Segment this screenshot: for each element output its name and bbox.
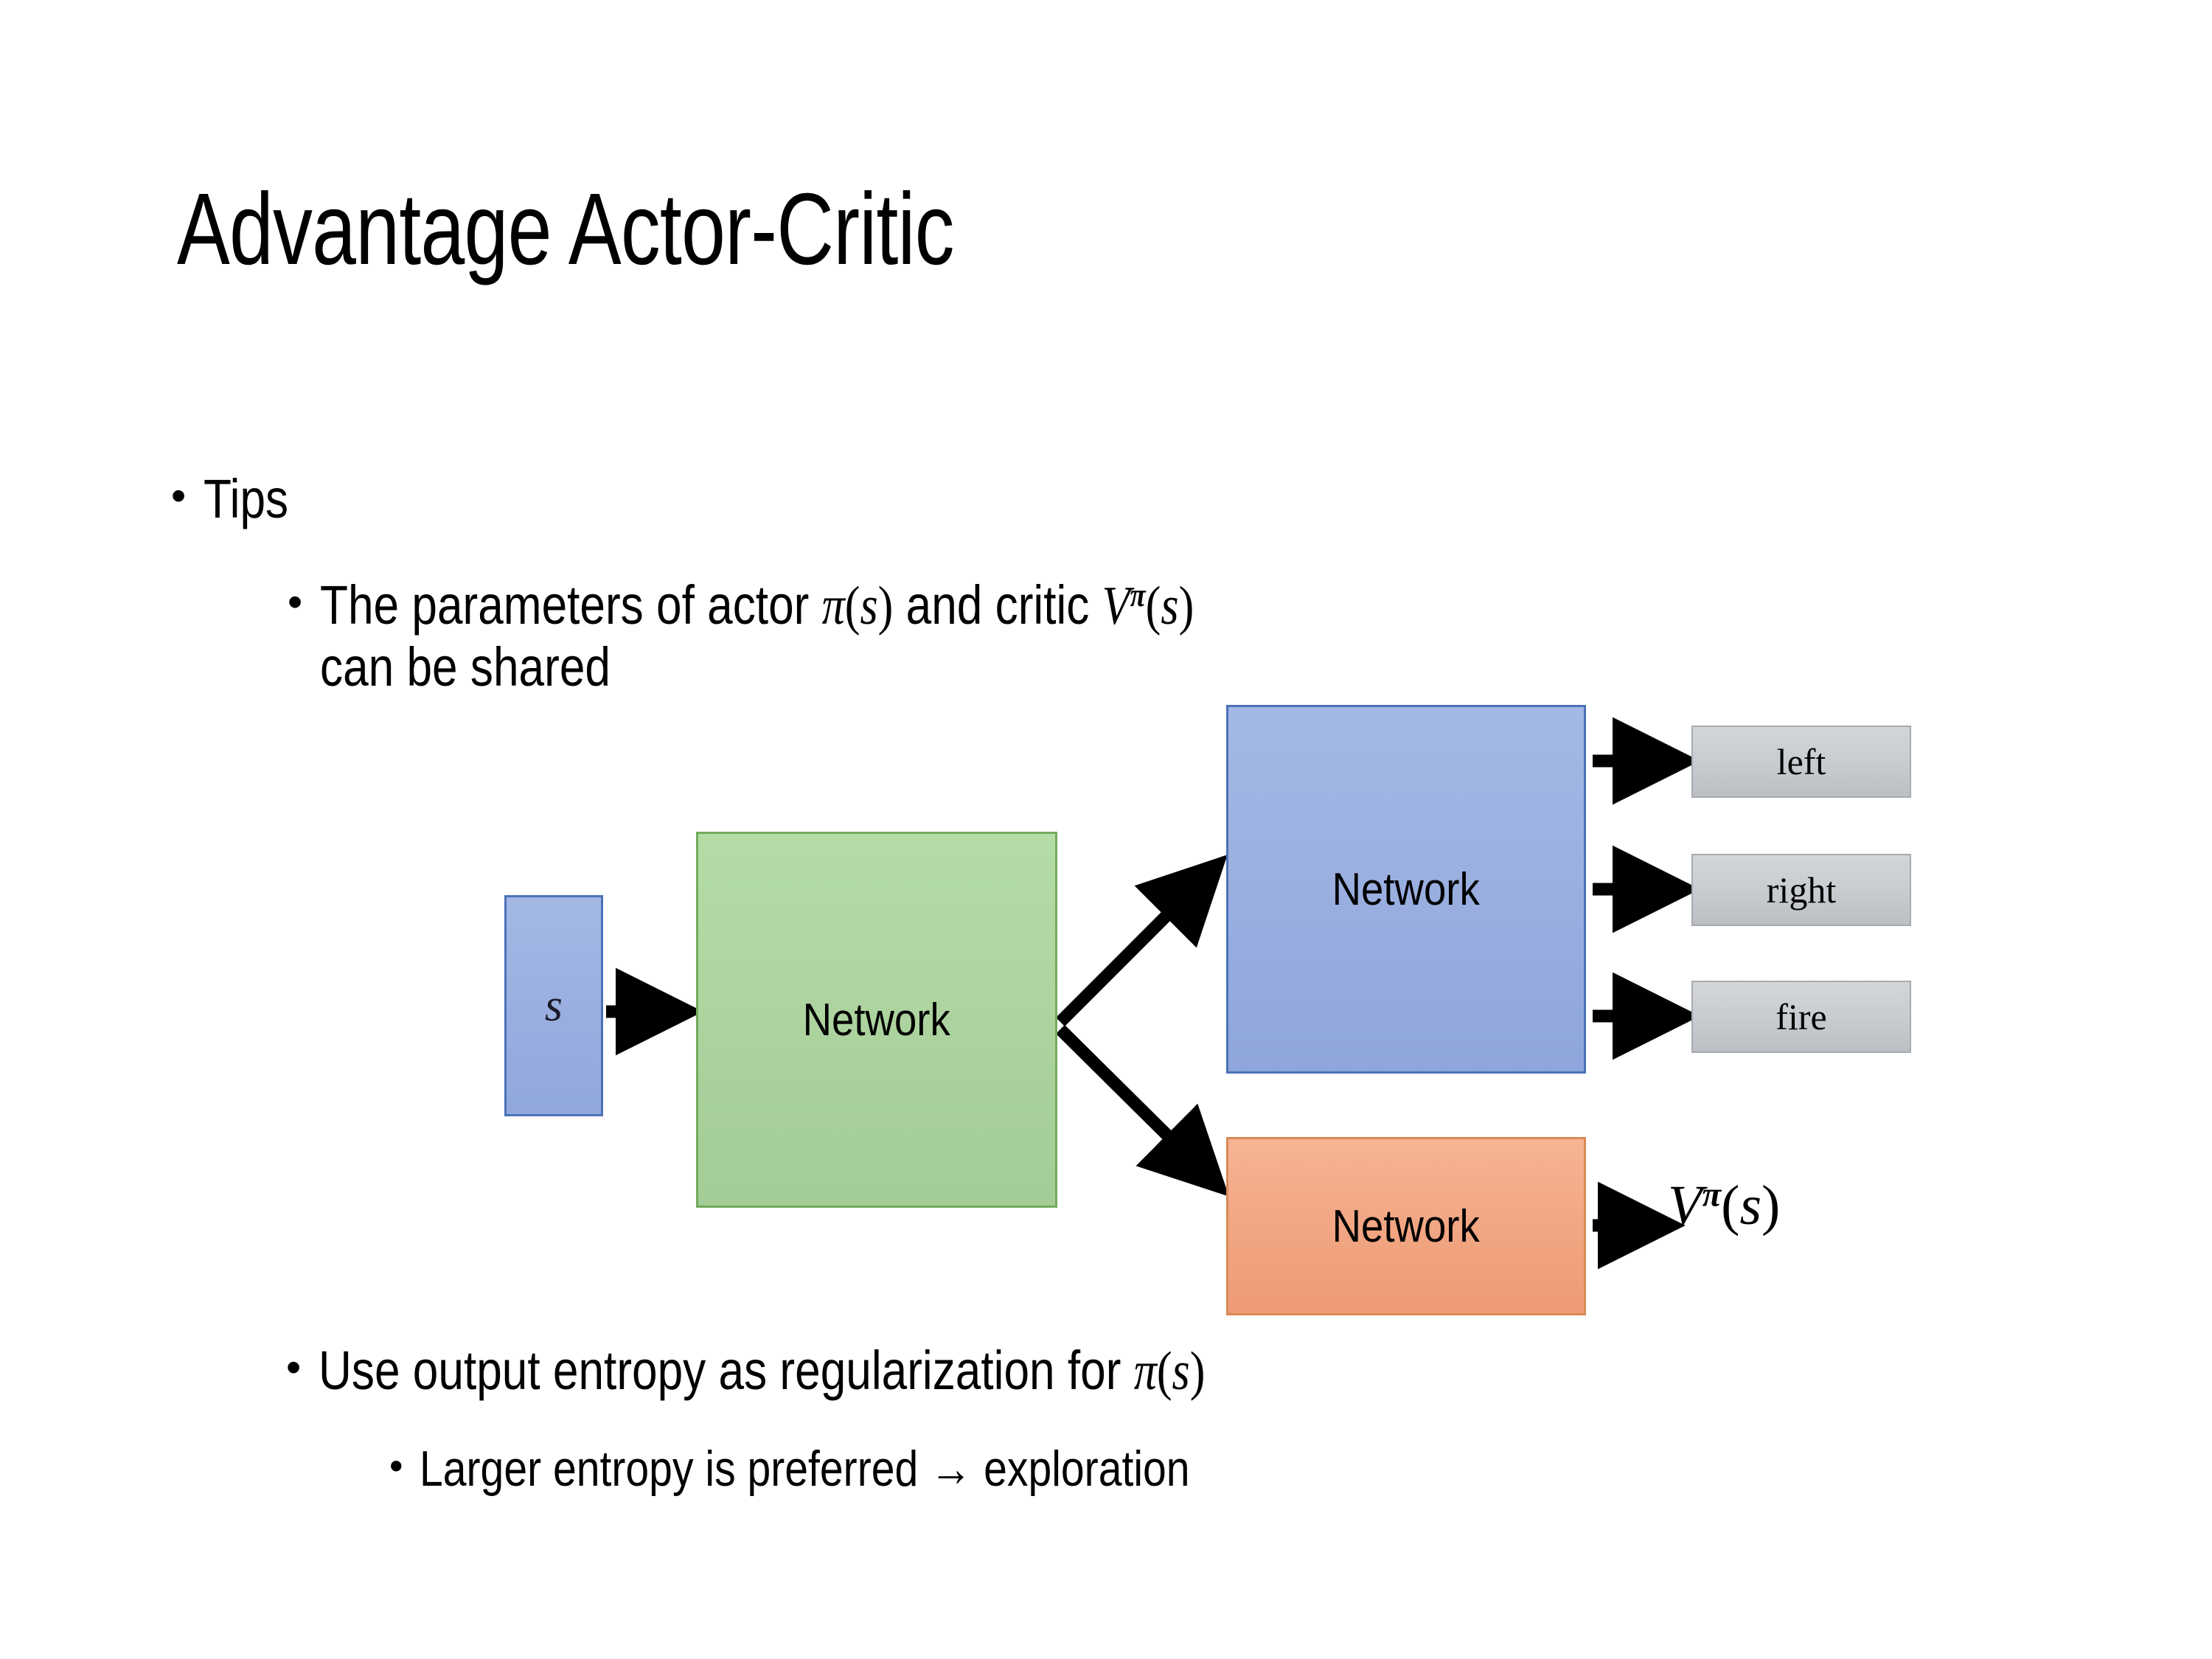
exploration-label: Larger entropy is preferred → exploratio… [419, 1441, 1190, 1497]
shared-network-label: Network [802, 994, 951, 1046]
critic-value-math: Vπ(s) [1102, 576, 1194, 636]
bullet-glyph-icon: • [389, 1444, 403, 1489]
arrow-shared-to-critic [1056, 1024, 1229, 1197]
bullet-glyph-icon: • [286, 1344, 302, 1392]
critic-network-box[interactable]: Network [1226, 1137, 1586, 1315]
action-label-fire: fire [1775, 996, 1827, 1037]
shared-text-middle: and critic [893, 574, 1103, 636]
page-title: Advantage Actor-Critic [177, 173, 955, 286]
actor-network-label: Network [1332, 863, 1481, 915]
arrow-shared-to-actor [1055, 855, 1228, 1027]
bullet-exploration: • Larger entropy is preferred → explorat… [389, 1441, 1336, 1497]
bullet-glyph-icon: • [288, 579, 303, 627]
bullet-tips-label: Tips [204, 468, 289, 529]
action-output-right[interactable]: right [1691, 854, 1911, 926]
actor-policy-math: π(s) [822, 576, 894, 636]
state-label: s [544, 980, 563, 1031]
action-output-left[interactable]: left [1691, 726, 1911, 798]
action-label-left: left [1776, 741, 1826, 782]
shared-text-prefix: The parameters of actor [320, 574, 823, 636]
bullet-tips: • Tips [171, 468, 305, 530]
shared-text-suffix: can be shared [320, 636, 611, 698]
state-input-box[interactable]: s [504, 895, 603, 1116]
shared-network-box[interactable]: Network [696, 832, 1057, 1208]
critic-value-output-math: Vπ(s) [1668, 1175, 1781, 1237]
critic-network-label: Network [1332, 1200, 1481, 1252]
bullet-entropy-regularization: • Use output entropy as regularization f… [286, 1340, 1374, 1402]
action-output-fire[interactable]: fire [1691, 981, 1911, 1053]
entropy-policy-math: π(s) [1134, 1341, 1206, 1402]
entropy-text-prefix: Use output entropy as regularization for [319, 1340, 1135, 1401]
bullet-shared-parameters: • The parameters of actor π(s) and criti… [288, 574, 2072, 698]
bullet-glyph-icon: • [171, 473, 187, 521]
action-label-right: right [1766, 869, 1837, 911]
actor-network-box[interactable]: Network [1226, 705, 1586, 1074]
